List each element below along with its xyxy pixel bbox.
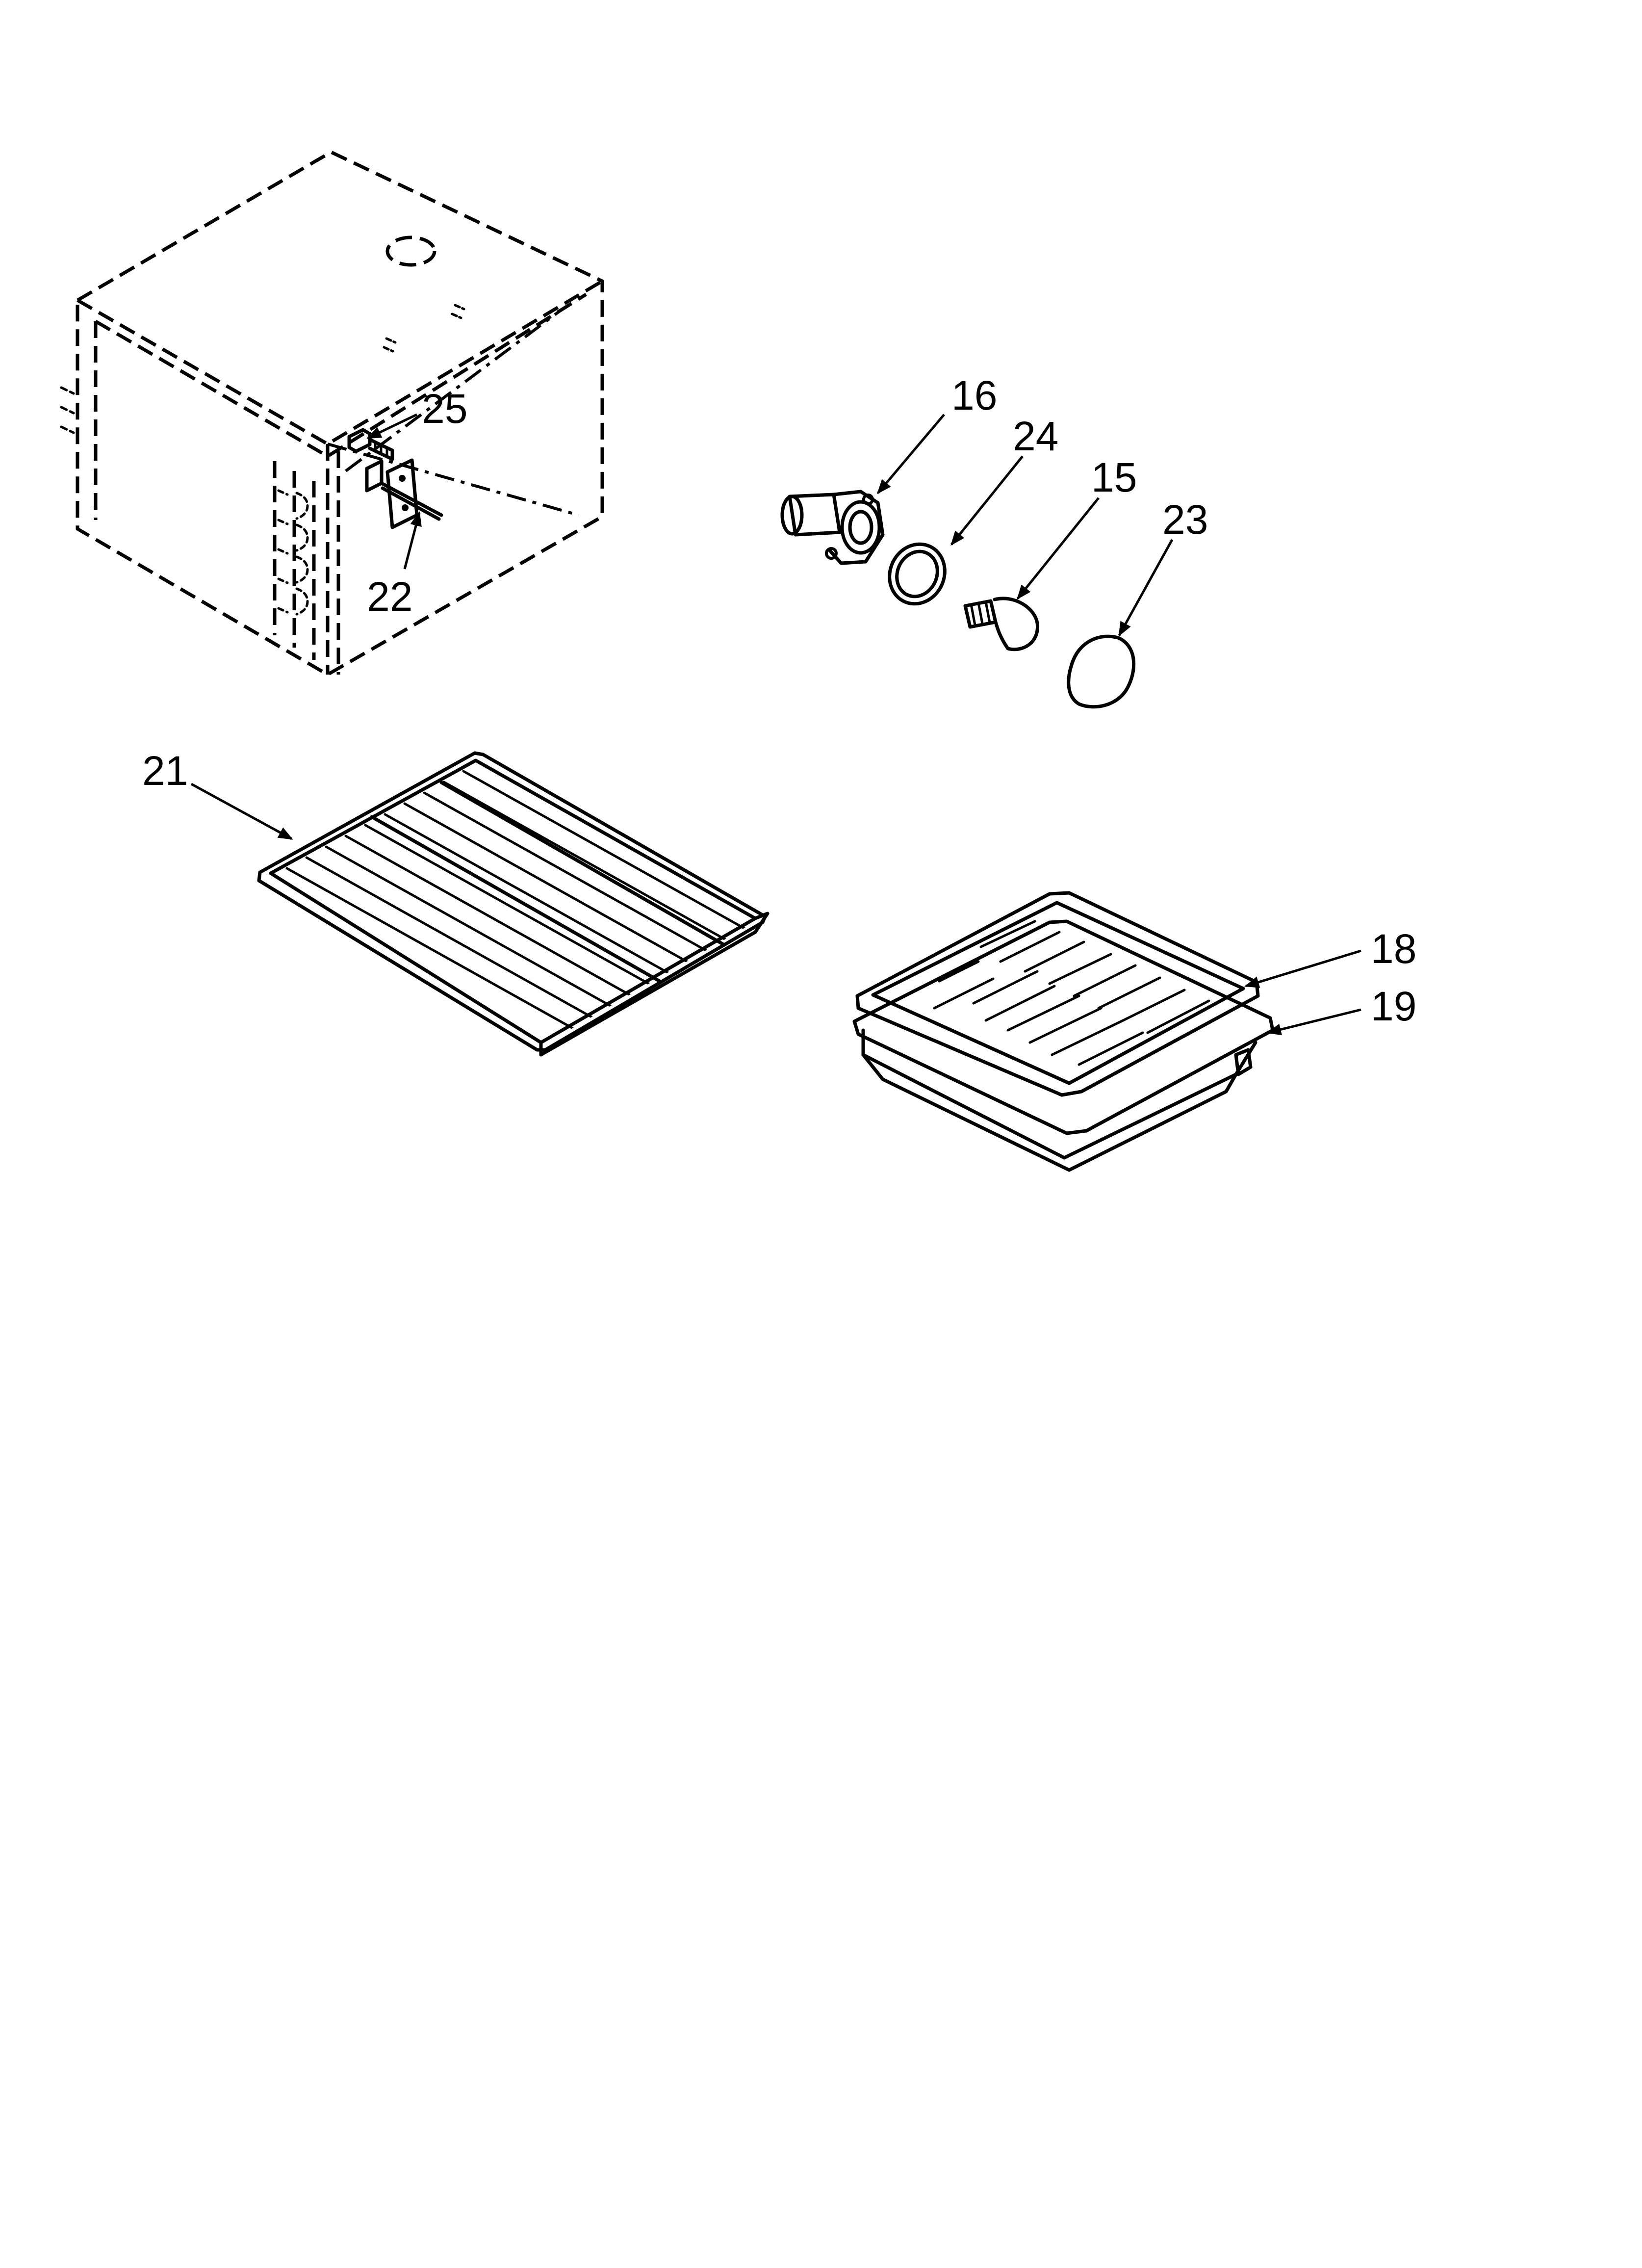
leader-16	[877, 414, 945, 495]
leader-18	[1244, 949, 1361, 988]
leader-15	[1017, 497, 1100, 600]
lens-part-23	[1067, 634, 1136, 709]
callout-19: 19	[1371, 983, 1416, 1029]
leader-25	[366, 413, 418, 440]
callout-18: 18	[1371, 926, 1416, 972]
callout-23: 23	[1162, 496, 1208, 543]
gasket-part-24	[888, 542, 947, 606]
leader-19	[1266, 1008, 1361, 1036]
rack-supports	[273, 461, 316, 660]
oven-rack-part-21	[257, 751, 770, 1057]
callout-16: 16	[951, 372, 997, 418]
leader-lines	[190, 413, 1361, 1036]
callout-25: 25	[422, 386, 467, 432]
callout-24: 24	[1013, 413, 1058, 459]
screw-part-25	[347, 428, 394, 461]
callout-22: 22	[367, 574, 412, 620]
bulb-part-15	[963, 597, 1039, 652]
oven-cavity	[60, 150, 604, 677]
callout-21: 21	[142, 748, 188, 794]
callout-15: 15	[1091, 454, 1137, 500]
leader-24	[950, 455, 1024, 546]
bracket-part-22	[365, 458, 443, 529]
leader-23	[1118, 539, 1174, 637]
lamp-housing-part-16	[780, 490, 885, 565]
leader-22	[403, 511, 422, 570]
leader-21	[190, 782, 293, 840]
callout-labels: 16 24 15 23 25 22 21 18 19	[142, 372, 1416, 1029]
